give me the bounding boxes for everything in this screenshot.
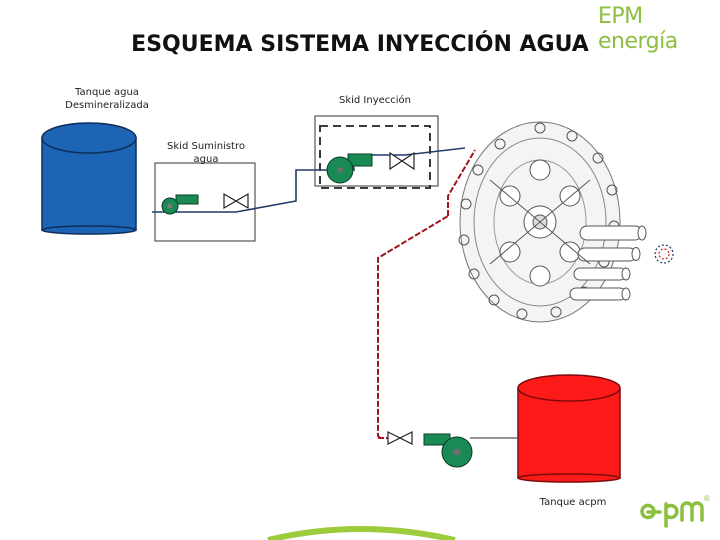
page-title: ESQUEMA SISTEMA INYECCIÓN AGUA [131, 32, 589, 57]
skid-supply-box [154, 162, 256, 242]
supply-pump [161, 194, 199, 215]
decorative-arc [267, 526, 456, 540]
combustor-nozzle-drawing [458, 121, 647, 323]
brand-header-text: EPM energía [598, 4, 678, 54]
skid-injection-dashed [319, 125, 431, 189]
injection-pump [326, 153, 373, 184]
water-tank [41, 122, 137, 235]
acpm-line [377, 215, 449, 439]
acpm-valve [387, 431, 413, 445]
acpm-tank [517, 374, 621, 483]
skid-injection-label: Skid Inyección [338, 95, 412, 106]
epm-logo [640, 501, 704, 528]
supply-valve [223, 192, 249, 210]
registered-mark: ® [704, 494, 710, 503]
water-tank-label: Tanque agua Desmineralizada [65, 87, 149, 111]
spray-marker [654, 244, 674, 264]
water-line [174, 147, 466, 213]
acpm-tank-label: Tanque acpm [539, 497, 607, 508]
skid-supply-label: Skid Suministro agua [167, 141, 245, 165]
acpm-pump [423, 433, 473, 468]
injection-valve [389, 151, 415, 171]
